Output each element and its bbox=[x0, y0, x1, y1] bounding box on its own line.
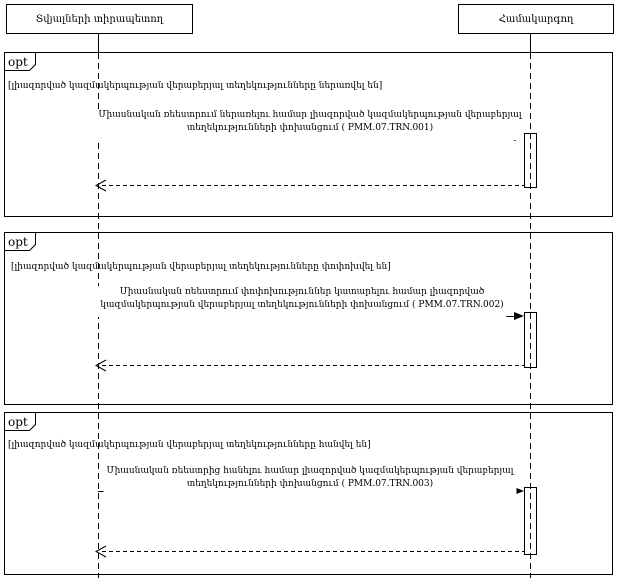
opt-fragment-1-guard: [լիազորված կազմակերպության վերաբերյալ տե… bbox=[8, 81, 383, 91]
opt-fragment-2-operator-tab: opt bbox=[4, 232, 36, 251]
opt-fragment-3-operator-label: opt bbox=[8, 415, 28, 429]
message-2-line1: Միասնական ռեեստրում փոփոխություններ կատա… bbox=[119, 287, 485, 297]
lifeline-coordinator-stub bbox=[530, 33, 531, 52]
opt-fragment-1-frame bbox=[4, 52, 613, 217]
return-3-open-arrowhead-icon bbox=[95, 545, 107, 558]
message-1-line2: տեղեկությունների փոխանցում ( PMM.07.TRN.… bbox=[186, 123, 434, 133]
actor-label-data-owner: Տվյալների տիրապետող bbox=[35, 13, 164, 25]
actor-label-coordinator: Համակարգող bbox=[498, 13, 574, 25]
return-2-dashed-line bbox=[102, 365, 524, 366]
opt-fragment-2-guard: [լիազորված կազմակերպության վերաբերյալ տե… bbox=[11, 262, 391, 272]
actor-box-coordinator: Համակարգող bbox=[458, 4, 614, 34]
opt-fragment-3-frame bbox=[4, 412, 613, 575]
message-3-label: Միասնական ռեեստրից հանելու համար լիազորվ… bbox=[103, 465, 517, 496]
lifeline-data-owner-stub bbox=[98, 33, 99, 52]
activation-bar-2 bbox=[524, 312, 537, 368]
return-1-dashed-line bbox=[102, 185, 524, 186]
return-1-open-arrowhead-icon bbox=[95, 179, 107, 192]
actor-box-data-owner: Տվյալների տիրապետող bbox=[6, 4, 193, 34]
lifeline-coordinator bbox=[530, 33, 531, 578]
opt-fragment-1-operator-tab: opt bbox=[4, 52, 36, 71]
activation-bar-1 bbox=[524, 133, 537, 188]
message-3-line1: Միասնական ռեեստրից հանելու համար լիազորվ… bbox=[106, 466, 514, 476]
activation-bar-3 bbox=[524, 487, 537, 555]
message-1-label: Միասնական ռեեստրում ներառելու համար լիազ… bbox=[95, 109, 525, 140]
message-1-line1: Միասնական ռեեստրում ներառելու համար լիազ… bbox=[98, 110, 522, 120]
message-3-line2: տեղեկությունների փոխանցում ( PMM.07.TRN.… bbox=[186, 479, 434, 489]
opt-fragment-1-operator-label: opt bbox=[8, 55, 28, 69]
opt-fragment-3-guard: [լիազորված կազմակերպության վերաբերյալ տե… bbox=[8, 440, 371, 450]
return-3-dashed-line bbox=[102, 551, 524, 552]
message-2-arrowhead-icon bbox=[514, 312, 524, 320]
opt-fragment-2-frame bbox=[4, 232, 613, 405]
return-2-open-arrowhead-icon bbox=[95, 359, 107, 372]
opt-fragment-3-operator-tab: opt bbox=[4, 412, 36, 431]
message-3-arrowhead-icon bbox=[514, 487, 524, 495]
message-2-line2: կազմակերպության վերաբերյալ տեղեկությունն… bbox=[100, 300, 504, 310]
opt-fragment-2-operator-label: opt bbox=[8, 235, 28, 249]
message-2-label: Միասնական ռեեստրում փոփոխություններ կատա… bbox=[97, 286, 507, 317]
